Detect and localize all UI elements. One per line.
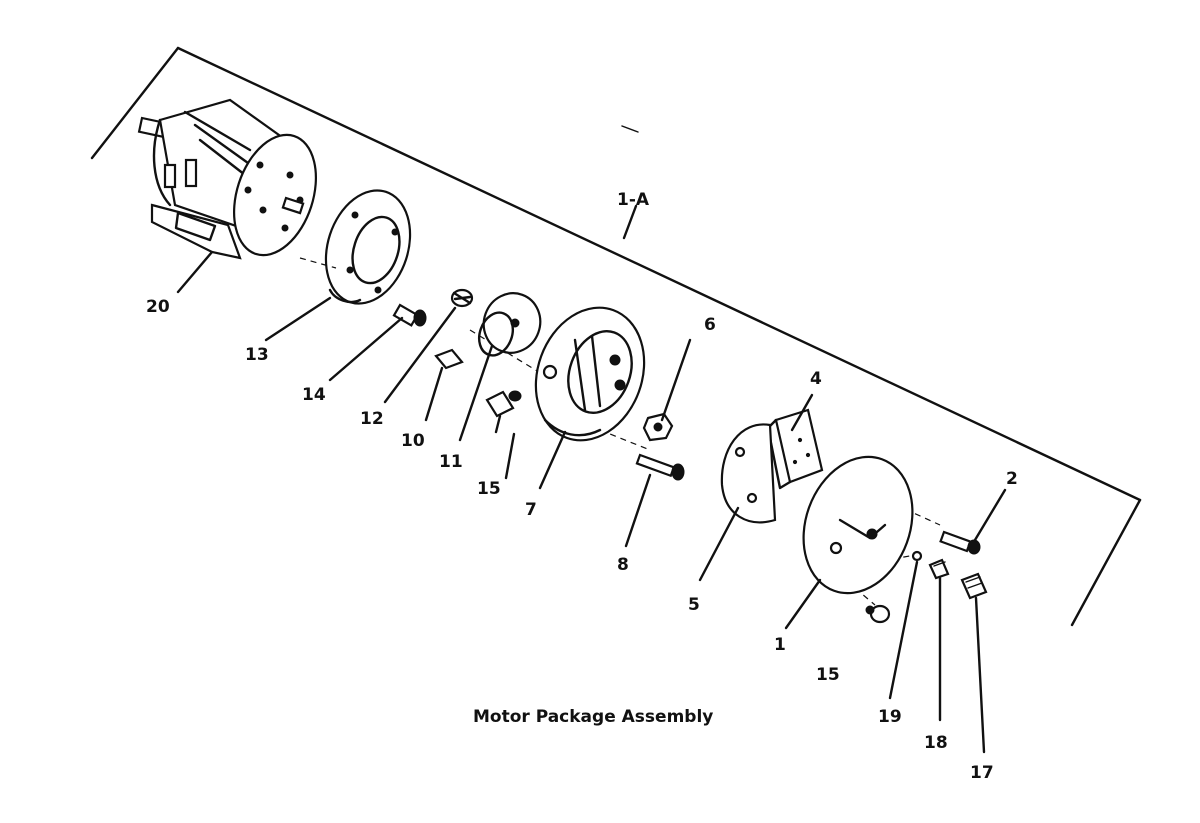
label-part-4: 4 (810, 369, 822, 389)
fitting-part-15-upper (485, 390, 522, 434)
spring-part-12 (450, 288, 474, 308)
motor-part-20 (137, 98, 318, 260)
label-part-15-lower: 15 (816, 665, 840, 685)
label-part-2: 2 (1006, 469, 1018, 489)
label-part-18: 18 (924, 733, 948, 753)
assembly-bracket (90, 46, 1142, 627)
key-part-10 (434, 348, 464, 370)
nut-part-6 (642, 412, 674, 442)
ball-part-19 (911, 550, 923, 562)
plug-part-15-lower (865, 604, 891, 624)
label-part-1: 1 (774, 635, 786, 655)
label-part-6: 6 (704, 315, 716, 335)
spring-part-17 (960, 572, 988, 600)
capacitor-part-4 (766, 408, 824, 490)
label-part-15-upper: 15 (477, 479, 501, 499)
diagram-caption: Motor Package Assembly (473, 707, 713, 727)
label-part-10: 10 (401, 431, 425, 451)
label-part-8: 8 (617, 555, 629, 575)
label-part-19: 19 (878, 707, 902, 727)
bolt-part-8 (635, 453, 685, 481)
cover-plate-part-5 (720, 423, 777, 524)
end-cover-part-1 (802, 455, 914, 595)
leader-lines (176, 204, 1007, 754)
adapter-ring-part-13 (324, 189, 412, 305)
label-part-11: 11 (439, 452, 463, 472)
label-part-13: 13 (245, 345, 269, 365)
label-1a: 1-A (617, 190, 650, 210)
label-part-20: 20 (146, 297, 170, 317)
hub-part-11 (477, 292, 542, 357)
setscrew-part-18 (928, 558, 950, 580)
end-bell-part-7 (534, 306, 646, 442)
label-part-5: 5 (688, 595, 700, 615)
screw-part-2 (939, 530, 981, 555)
label-part-12: 12 (360, 409, 384, 429)
label-part-14: 14 (302, 385, 326, 405)
label-part-17: 17 (970, 763, 994, 783)
screw-part-14 (392, 303, 427, 327)
label-part-7: 7 (525, 500, 537, 520)
